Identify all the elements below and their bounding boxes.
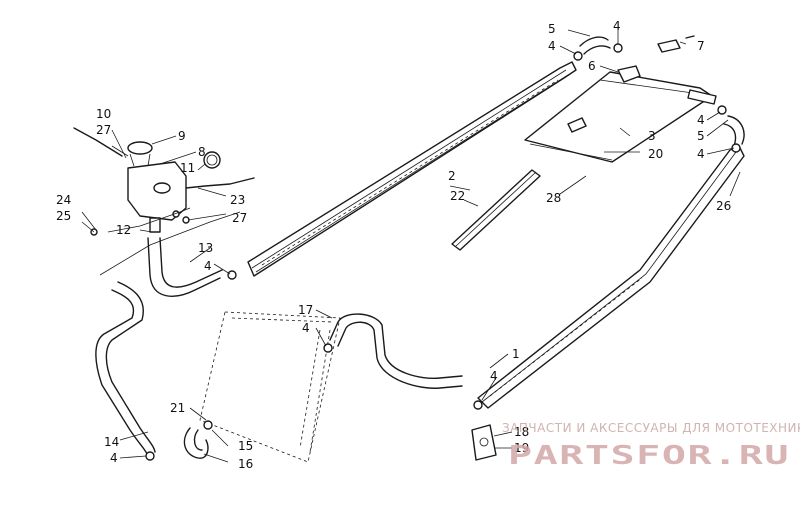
coolant-tank — [73, 127, 255, 233]
watermark: ЗАПЧАСТИ И АКСЕССУАРЫ ДЛЯ МОТОТЕХНИКИ PA… — [502, 421, 800, 471]
callout-27: 27 — [232, 211, 247, 225]
leader-lines — [81, 29, 741, 463]
callout-4: 4 — [302, 321, 310, 335]
callout-4: 4 — [548, 39, 556, 53]
callout-1: 1 — [512, 347, 520, 361]
callout-10: 10 — [96, 107, 111, 121]
callout-3: 3 — [648, 129, 656, 143]
callout-20: 20 — [648, 147, 663, 161]
callout-27: 27 — [96, 123, 111, 137]
callout-4: 4 — [697, 147, 705, 161]
callout-2: 2 — [448, 169, 456, 183]
callout-21: 21 — [170, 401, 185, 415]
callout-4: 4 — [613, 19, 621, 33]
callout-24: 24 — [56, 193, 71, 207]
hose-5-right — [723, 115, 745, 147]
callout-26: 26 — [716, 199, 731, 213]
callout-4: 4 — [490, 369, 498, 383]
callout-25: 25 — [56, 209, 71, 223]
callout-28: 28 — [546, 191, 561, 205]
clamps — [90, 35, 741, 461]
watermark-tagline: ЗАПЧАСТИ И АКСЕССУАРЫ ДЛЯ МОТОТЕХНИКИ — [502, 421, 800, 435]
watermark-logo: PARTSFOR.RU — [508, 441, 790, 471]
callout-6: 6 — [588, 59, 596, 73]
callout-9: 9 — [178, 129, 186, 143]
callout-4: 4 — [204, 259, 212, 273]
callout-12: 12 — [116, 223, 131, 237]
callout-8: 8 — [198, 145, 206, 159]
callout-5: 5 — [697, 129, 705, 143]
callout-16: 16 — [238, 457, 253, 471]
callout-17: 17 — [298, 303, 313, 317]
mounting-rail-22 — [451, 169, 541, 251]
heat-exchanger-1 — [477, 147, 745, 409]
callout-14: 14 — [104, 435, 119, 449]
callout-7: 7 — [697, 39, 705, 53]
callout-4: 4 — [697, 113, 705, 127]
callout-15: 15 — [238, 439, 253, 453]
callout-13: 13 — [198, 241, 213, 255]
heat-exchanger-2 — [247, 61, 577, 277]
hose-14 — [95, 281, 156, 457]
hose-17 — [329, 313, 463, 389]
callout-labels: 1 2 3 4 4 4 4 4 4 4 4 5 5 6 7 8 9 10 11 … — [56, 19, 731, 471]
callout-11: 11 — [180, 161, 195, 175]
callout-5: 5 — [548, 22, 556, 36]
hose-16 — [183, 427, 209, 459]
hose-13 — [147, 237, 223, 297]
callout-22: 22 — [450, 189, 465, 203]
hose-5-upper — [579, 36, 611, 55]
callout-23: 23 — [230, 193, 245, 207]
callout-4: 4 — [110, 451, 118, 465]
callout-18: 18 — [514, 425, 529, 439]
callout-19: 19 — [514, 441, 529, 455]
heat-exchanger-3 — [524, 71, 717, 163]
